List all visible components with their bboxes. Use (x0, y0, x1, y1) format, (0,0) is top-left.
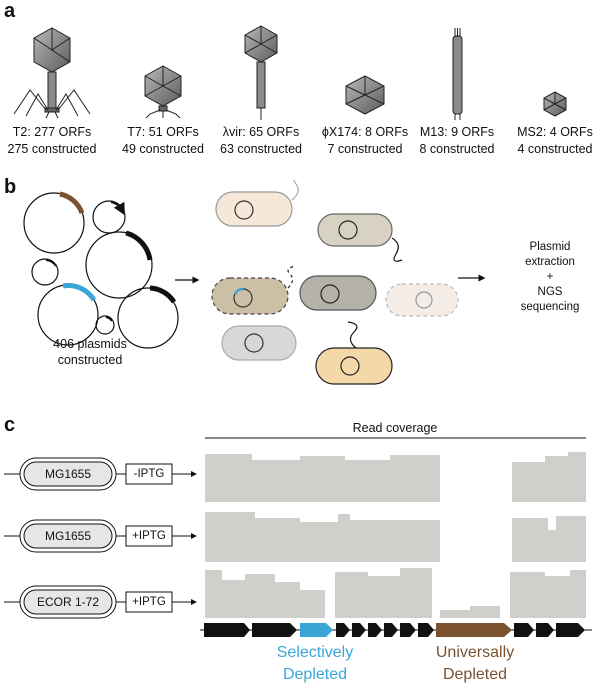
plasmids-constructed-text: 406 plasmids constructed (30, 336, 150, 368)
phage-constructed-t7: 49 constructed (122, 142, 204, 156)
coverage-row-3 (4, 568, 586, 619)
phage-m13-icon (452, 28, 463, 120)
panel-label-b: b (4, 176, 17, 198)
ngs-step-line: extraction (525, 256, 575, 268)
panel-label-a: a (4, 0, 16, 22)
selectively-depleted-line: Depleted (282, 666, 348, 683)
selective-gene (300, 623, 333, 637)
bacterial-cell (315, 321, 393, 385)
phage-t2-icon (13, 27, 91, 119)
phage-t7-icon (144, 65, 182, 119)
ngs-step-line: sequencing (520, 301, 580, 313)
phage-label-m13: M13: 9 ORFs 8 constructed (402, 124, 512, 158)
selectively-depleted-line: Selectively (276, 644, 354, 661)
ngs-step-text: Plasmid extraction + NGS sequencing (505, 240, 595, 315)
phage-ms2-icon (543, 91, 567, 117)
phage-lambda-icon (244, 25, 278, 120)
phage-constructed-phix174: 7 constructed (327, 142, 403, 156)
plasmid-circle (117, 287, 179, 349)
strain-label-3: ECOR 1-72 (36, 595, 100, 609)
phage-orfs-ms2: MS2: 4 ORFs (517, 125, 593, 139)
phage-label-t7: T7: 51 ORFs 49 constructed (108, 124, 218, 158)
coverage-row-1 (4, 452, 586, 502)
plasmid-circle (23, 192, 85, 254)
universally-depleted-line: Universally (435, 644, 515, 661)
phage-label-t2: T2: 277 ORFs 275 constructed (0, 124, 107, 158)
plasmid-circle (92, 200, 126, 234)
condition-label-1: -IPTG (133, 468, 165, 480)
phage-orfs-t7: T7: 51 ORFs (127, 125, 199, 139)
phage-label-ms2: MS2: 4 ORFs 4 constructed (500, 124, 600, 158)
phage-orfs-m13: M13: 9 ORFs (419, 125, 495, 139)
ngs-step-line: Plasmid (529, 241, 571, 253)
phage-illustrations (13, 25, 567, 120)
condition-label-3: +IPTG (132, 596, 166, 608)
bacterial-cell (317, 213, 403, 262)
condition-label-2: +IPTG (132, 530, 166, 542)
gene-track (200, 623, 592, 637)
panel-label-c: c (4, 414, 16, 436)
universally-depleted-caption: Universally Depleted (410, 642, 540, 686)
phage-constructed-t2: 275 constructed (7, 142, 97, 156)
plasmid-circle (31, 258, 59, 286)
phage-label-lambda: λvir: 65 ORFs 63 constructed (206, 124, 316, 158)
phage-label-phix174: ϕX174: 8 ORFs 7 constructed (310, 124, 420, 158)
phage-orfs-lambda: λvir: 65 ORFs (222, 125, 300, 139)
bacterial-cell (221, 325, 297, 361)
read-coverage-title: Read coverage (352, 421, 438, 435)
plasmids-count: 406 plasmids (53, 337, 127, 351)
phage-constructed-ms2: 4 constructed (517, 142, 593, 156)
phage-constructed-lambda: 63 constructed (220, 142, 302, 156)
bacterial-cell (211, 265, 297, 315)
phage-orfs-phix174: ϕX174: 8 ORFs (321, 125, 409, 139)
strain-label-1: MG1655 (44, 467, 92, 481)
phage-orfs-t2: T2: 277 ORFs (12, 125, 92, 139)
selectively-depleted-caption: Selectively Depleted (250, 642, 380, 686)
bacterial-cell (385, 283, 459, 317)
bacterial-cell (299, 275, 377, 311)
strain-label-2: MG1655 (44, 529, 92, 543)
phage-constructed-m13: 8 constructed (419, 142, 495, 156)
ngs-step-line: NGS (537, 286, 563, 298)
phage-phix174-icon (345, 75, 385, 115)
ngs-step-line: + (546, 271, 554, 283)
plasmid-circle (95, 315, 115, 335)
plasmid-library-illustration (23, 180, 486, 385)
plasmids-constructed-label: constructed (57, 353, 123, 367)
universal-gene (436, 623, 512, 637)
coverage-row-2 (4, 512, 586, 562)
universally-depleted-line: Depleted (442, 666, 508, 683)
coverage-diagram (4, 437, 592, 637)
bacterial-cell (215, 180, 299, 227)
plasmid-circle (85, 231, 153, 299)
